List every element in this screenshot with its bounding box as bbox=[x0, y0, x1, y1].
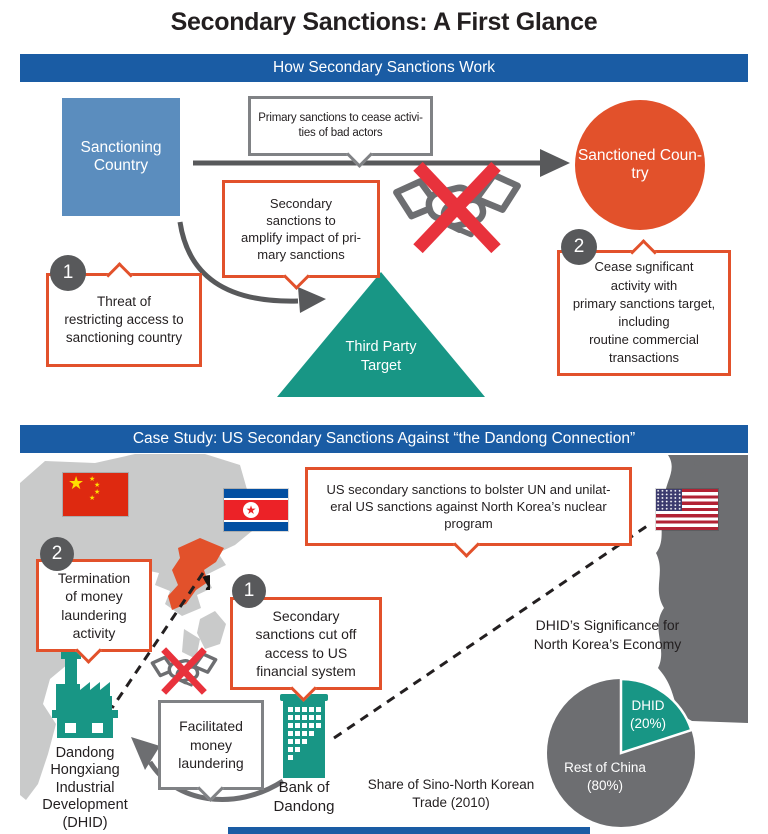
callout-us-secondary-sanctions: US secondary sanctions to bolster UN and… bbox=[305, 467, 632, 558]
map-us-island bbox=[691, 482, 695, 486]
callout-termination: Termination of money laundering activity bbox=[36, 559, 152, 664]
step-2-badge: 2 bbox=[561, 229, 597, 265]
section-banner-case-study: Case Study: US Secondary Sanctions Again… bbox=[20, 425, 748, 453]
map-north-korea bbox=[168, 538, 224, 610]
third-party-target-triangle bbox=[277, 272, 485, 397]
callout-secondary-sanctions: Secondary sanctions to amplify impact of… bbox=[222, 180, 380, 290]
map-china bbox=[20, 454, 252, 800]
no-deal-handshake-icon bbox=[392, 155, 522, 260]
north-korea-flag-star: ★ bbox=[245, 503, 257, 517]
no-deal-handshake-icon bbox=[150, 645, 218, 697]
bank-of-dandong-label: Bank of Dandong bbox=[273, 779, 335, 815]
callout-cutoff-access: Secondary sanctions cut off access to US… bbox=[230, 597, 382, 702]
case-step-1-badge: 1 bbox=[232, 574, 266, 608]
page-title: Secondary Sanctions: A First Glance bbox=[170, 8, 598, 36]
map-japan-fragment bbox=[182, 629, 200, 659]
pie-title: DHID’s Significance for North Korea’s Ec… bbox=[533, 617, 682, 652]
radiation-icon bbox=[176, 556, 210, 590]
primary-sanctions-arrow bbox=[193, 149, 570, 177]
china-flag-star: ★ bbox=[68, 473, 85, 493]
north-korea-flag: ★ bbox=[224, 489, 288, 531]
callout-cease-activity: Cease significant activity with primary … bbox=[557, 238, 731, 376]
map-us-island bbox=[700, 472, 706, 478]
bottom-banner-strip bbox=[228, 827, 590, 834]
factory-icon bbox=[52, 652, 118, 738]
section-banner-how: How Secondary Sanctions Work bbox=[20, 54, 748, 82]
us-flag-canton bbox=[656, 489, 682, 511]
china-flag: ★ ★ ★ ★ ★ bbox=[63, 473, 128, 516]
pie-slice-dhid bbox=[619, 678, 693, 755]
bank-building-icon bbox=[280, 694, 328, 778]
map-us-island bbox=[694, 460, 700, 466]
third-party-target-label: Third Party Target bbox=[345, 339, 417, 374]
pie-caption: Share of Sino-North Korean Trade (2010) bbox=[367, 777, 535, 811]
pie-chart bbox=[547, 678, 695, 827]
callout-threat: Threat of restricting access to sanction… bbox=[46, 261, 202, 367]
callout-facilitated-laundering: Facilitated money laundering bbox=[158, 700, 264, 802]
sanctioning-country-box: Sanctioning Country bbox=[62, 98, 180, 216]
case-step-2-badge: 2 bbox=[40, 537, 74, 571]
dashed-link-nk-dhid bbox=[110, 572, 205, 709]
dhid-label: Dandong Hongxiang Industrial Development… bbox=[42, 745, 128, 831]
pie-label-dhid: DHID (20%) bbox=[629, 698, 666, 731]
step-1-badge: 1 bbox=[50, 255, 86, 291]
map-south-korea bbox=[197, 611, 226, 649]
pie-label-rest-of-china: Rest of China (80%) bbox=[564, 760, 646, 793]
sanctioned-country-circle: Sanctioned Coun- try bbox=[575, 100, 705, 230]
us-flag bbox=[656, 489, 718, 530]
callout-primary-sanctions: Primary sanctions to cease activi- ties … bbox=[248, 96, 433, 168]
